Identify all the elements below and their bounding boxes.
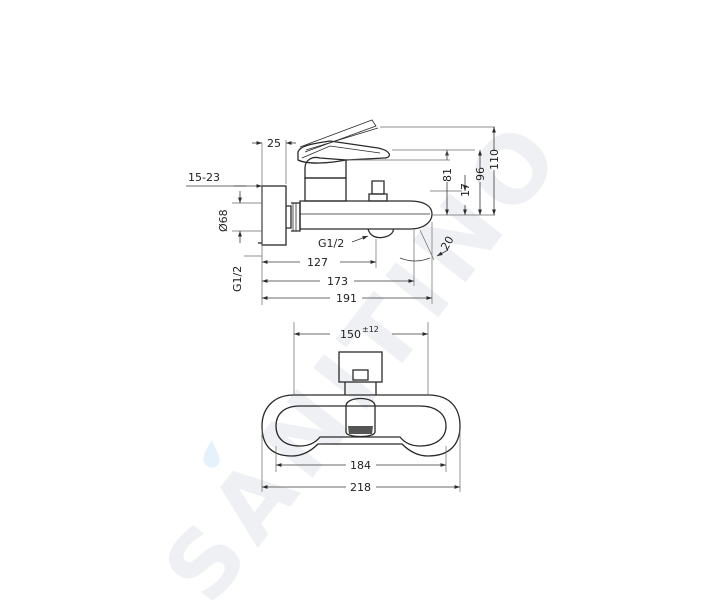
dim-150-tolerance: ±12 [362, 325, 379, 334]
dim-184: 184 [350, 459, 371, 472]
dim-150: 150 [340, 328, 361, 341]
dim-173: 173 [327, 275, 348, 288]
wall-bar-outline [261, 394, 461, 457]
handle-cap [338, 351, 383, 383]
dim-diameter-68: Ø68 [217, 209, 230, 232]
lever-handle [297, 140, 390, 164]
dim-110: 110 [488, 149, 501, 170]
dim-15-23: 15-23 [188, 171, 220, 184]
handle-indicator [352, 369, 369, 381]
lever-handle-raised-outline [299, 119, 377, 153]
dim-81: 81 [441, 168, 454, 182]
front-view: 150 ±12 184 218 [261, 322, 461, 494]
diverter-knob [371, 180, 385, 195]
dim-g12-spout: G1/2 [318, 237, 344, 250]
wall-escutcheon [261, 185, 287, 246]
spout-outlet [367, 228, 394, 239]
dim-17: 17 [459, 183, 472, 197]
eccentric-connector [286, 205, 292, 229]
connector-nut [291, 202, 301, 232]
mixer-body [299, 200, 433, 230]
dim-191: 191 [336, 292, 357, 305]
dim-96: 96 [474, 167, 487, 181]
watermark-droplet-icon [203, 440, 220, 468]
dim-20-degree: 20 [438, 234, 456, 253]
cartridge-housing [304, 177, 347, 202]
dim-25: 25 [267, 137, 281, 150]
aerator [348, 426, 373, 434]
body-bar [275, 405, 447, 447]
dim-218: 218 [350, 481, 371, 494]
spout-front [345, 397, 376, 438]
dim-g12-thread-left: G1/2 [231, 266, 244, 292]
side-view: 25 15-23 Ø68 G1/2 G1/2 127 173 191 [186, 119, 501, 305]
dim-127: 127 [307, 256, 328, 269]
